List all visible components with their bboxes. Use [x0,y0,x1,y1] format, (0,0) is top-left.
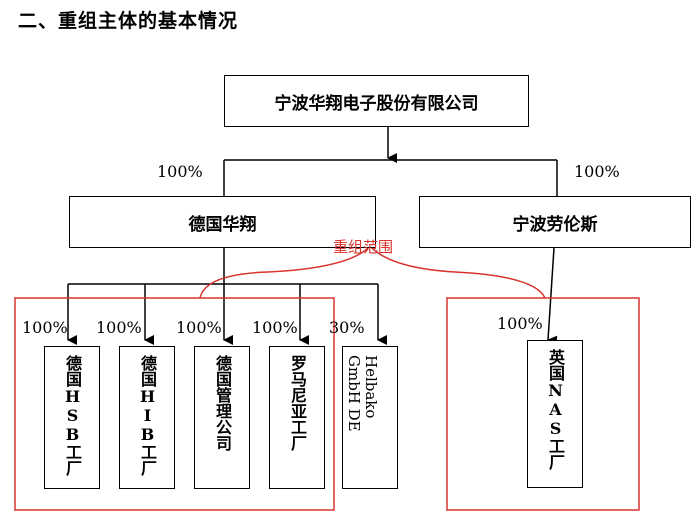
entity-nas-box: 英国NAS工厂 [527,340,583,488]
entity-helbako-line1: Helbako [362,355,380,419]
share-romania: 100% [252,318,298,337]
entity-romania-box: 罗马尼亚工厂 [269,346,325,489]
share-hsb: 100% [22,318,68,337]
entity-hib-name: 德国HIB工厂 [138,355,157,476]
share-germany: 100% [157,162,203,181]
share-mgmt: 100% [176,318,222,337]
share-hib: 100% [96,318,142,337]
share-helbako: 30% [329,318,365,337]
entity-helbako-line2: GmbH DE [345,355,363,432]
to-nas-line [547,247,558,346]
entity-mgmt-box: 德国管理公司 [194,346,250,489]
scope-box-left [14,297,335,511]
entity-hsb-box: 德国HSB工厂 [44,346,100,489]
restructuring-scope-label: 重组范围 [333,238,394,256]
subsidiary-ningbo-lawrence-box: 宁波劳伦斯 [419,196,691,248]
entity-romania-name: 罗马尼亚工厂 [288,355,307,451]
parent-company-name: 宁波华翔电子股份有限公司 [274,93,479,114]
parent-company-box: 宁波华翔电子股份有限公司 [224,75,529,127]
section-heading: 二、重组主体的基本情况 [18,10,239,32]
subsidiary-germany-name: 德国华翔 [188,214,257,235]
entity-helbako-box: Helbako GmbH DE [342,346,398,489]
entity-mgmt-name: 德国管理公司 [213,355,232,451]
share-ningbo-lawrence: 100% [574,162,620,181]
share-nas: 100% [497,314,543,333]
entity-nas-name: 英国NAS工厂 [546,349,565,470]
entity-hib-box: 德国HIB工厂 [119,346,175,489]
scope-box-right [446,297,640,511]
entity-hsb-name: 德国HSB工厂 [63,355,82,476]
subsidiary-germany-box: 德国华翔 [69,196,376,248]
subsidiary-ningbo-lawrence-name: 宁波劳伦斯 [512,214,598,235]
